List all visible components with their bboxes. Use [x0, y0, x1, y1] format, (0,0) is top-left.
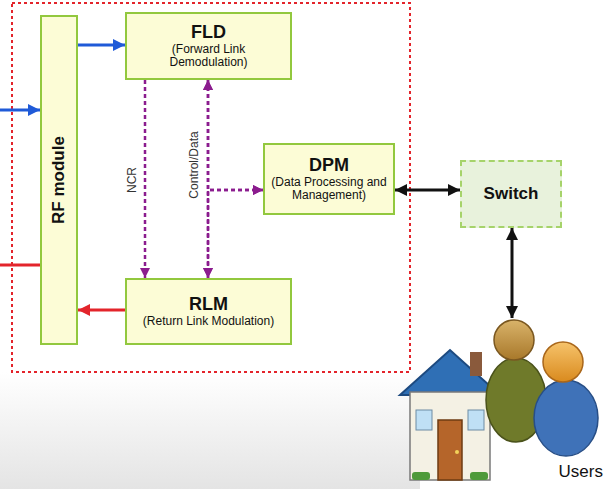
box-title: RF module: [49, 136, 69, 224]
process-box: DPM(Data Processing and Management): [263, 143, 395, 215]
person-head: [494, 320, 534, 360]
connector-arrow: [208, 190, 263, 278]
connector-arrow: [208, 80, 263, 190]
connector-arrow: [511, 228, 514, 318]
person-body: [534, 380, 598, 456]
house-roof: [400, 350, 500, 395]
house-window: [468, 410, 484, 430]
switch-box: Switch: [460, 160, 562, 228]
house-wall: [410, 392, 490, 480]
box-title: RLM: [189, 294, 228, 315]
box-subtitle: (Return Link Modulation): [143, 315, 274, 329]
process-box: RLM(Return Link Modulation): [125, 278, 292, 345]
connector-arrow: [78, 44, 125, 47]
box-subtitle: (Data Processing and Management): [270, 176, 388, 204]
box-title: FLD: [191, 22, 226, 43]
box-title: Switch: [484, 184, 539, 204]
door-knob: [455, 450, 459, 454]
house-door: [438, 420, 462, 480]
house-window: [416, 410, 432, 430]
rf-module-box: RF module: [40, 15, 78, 345]
terminal-boundary: [12, 3, 410, 372]
connector-label: Control/Data: [188, 129, 201, 200]
forward-input-arrow: [0, 109, 40, 112]
connector-label: NCR: [126, 165, 139, 195]
background-shade: [0, 372, 420, 489]
connector-arrow: [144, 80, 147, 278]
house-chimney: [470, 352, 482, 376]
house-bush: [470, 472, 488, 480]
users-icon: [400, 320, 598, 480]
connector-arrow: [395, 189, 460, 192]
house-bush: [412, 472, 430, 480]
person-head: [543, 342, 583, 382]
users-label: Users: [559, 462, 603, 482]
return-output-line: [0, 264, 40, 267]
connector-arrow: [78, 309, 125, 312]
box-title: DPM: [309, 155, 349, 176]
users-group: Users: [400, 318, 608, 485]
box-subtitle: (Forward Link Demodulation): [132, 43, 285, 71]
process-box: FLD(Forward Link Demodulation): [125, 12, 292, 80]
